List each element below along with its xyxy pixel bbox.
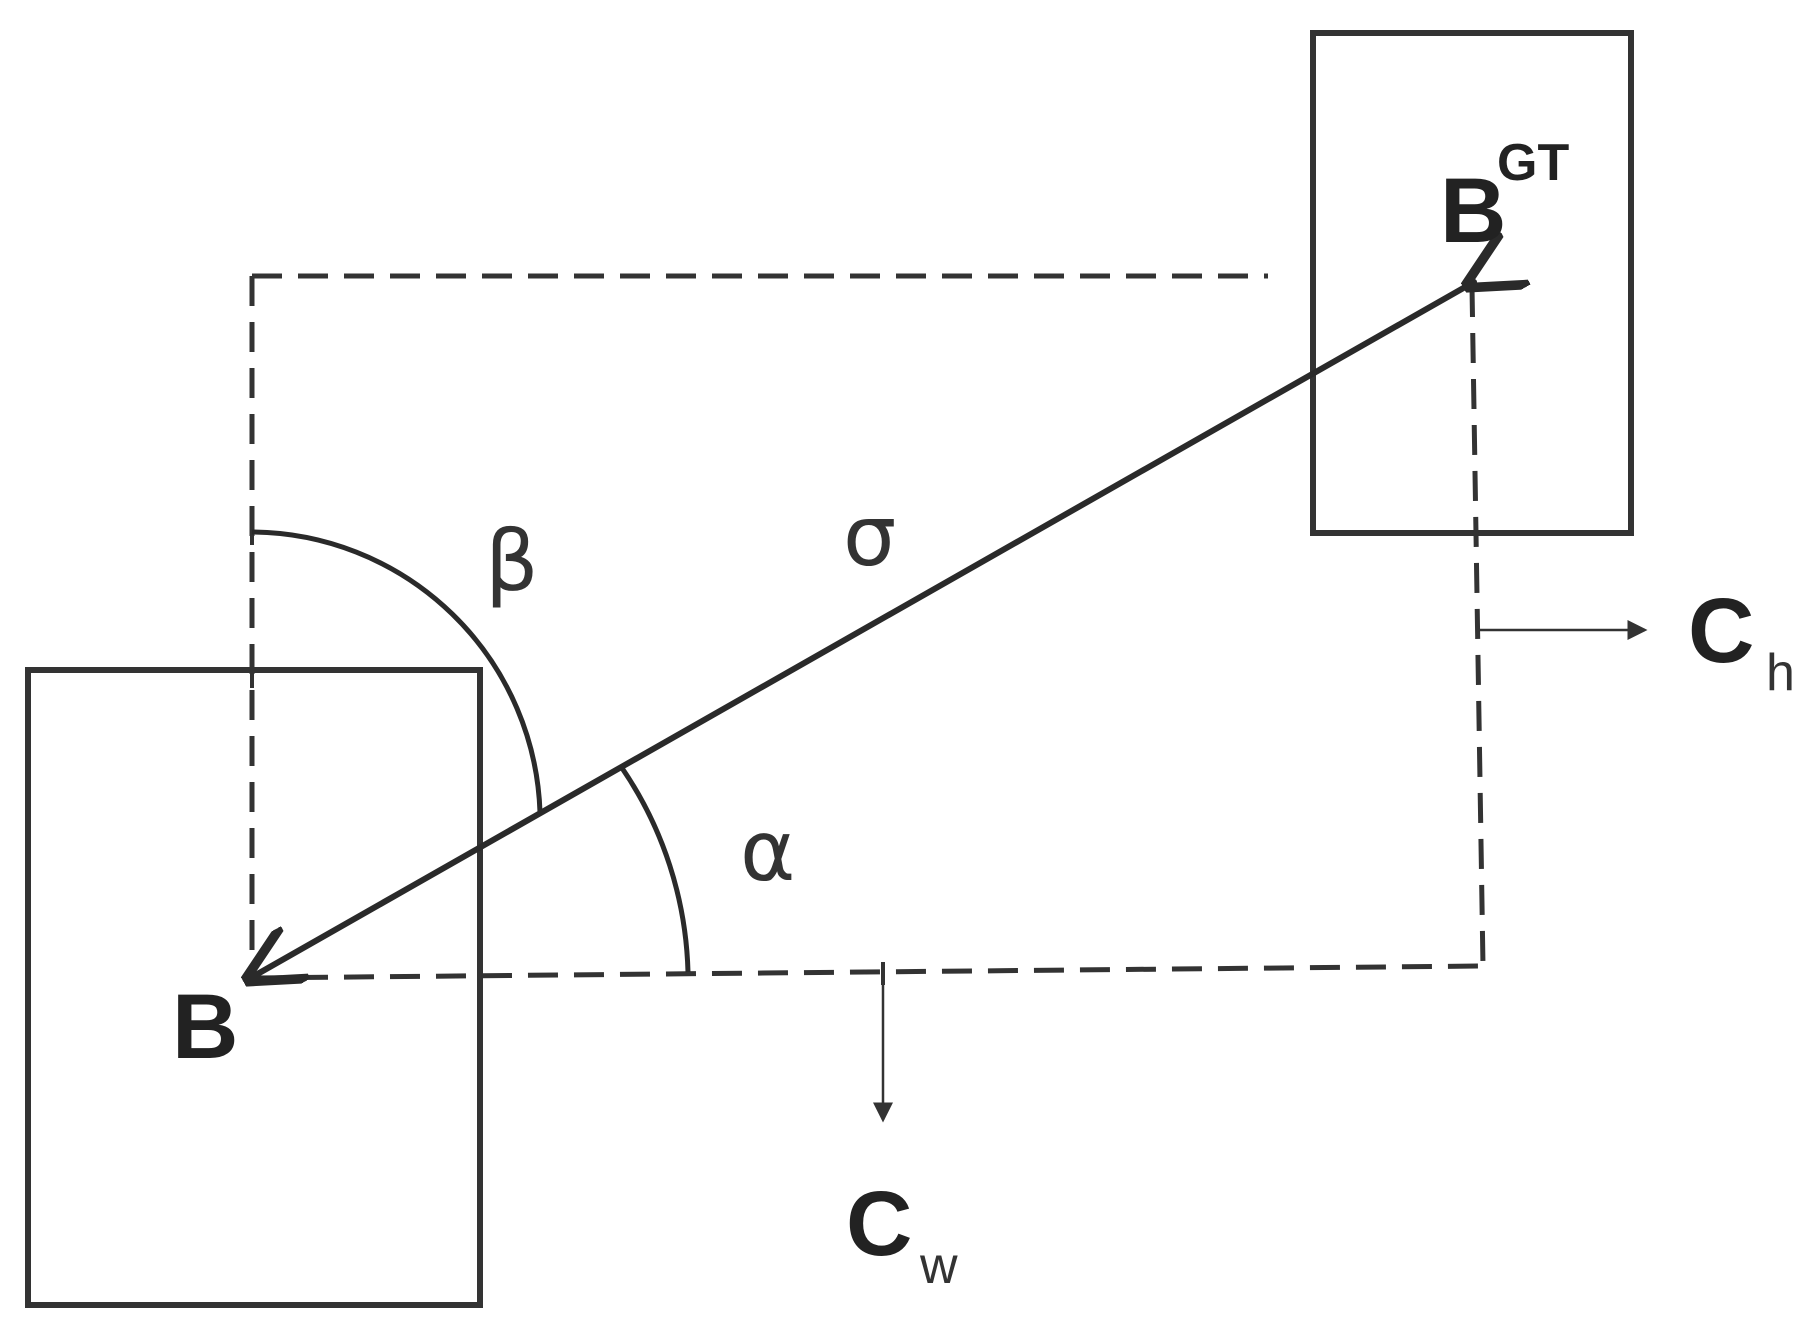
dashed-bottom-edge — [251, 963, 1484, 981]
alpha-angle-arc — [619, 766, 691, 973]
sigma-distance-arrow — [254, 282, 1474, 976]
label-ch: C — [1688, 580, 1754, 682]
label-bgt-superscript: GT — [1497, 134, 1569, 192]
label-bgt: B — [1440, 160, 1506, 262]
beta-angle-arc — [251, 529, 543, 813]
label-b: B — [172, 976, 238, 1078]
label-cw-subscript: w — [919, 1237, 958, 1295]
label-alpha: α — [740, 802, 795, 900]
label-beta: β — [485, 512, 539, 610]
label-ch-subscript: h — [1766, 644, 1795, 702]
label-sigma: σ — [843, 487, 896, 585]
dashed-right-edge — [1469, 286, 1486, 967]
label-cw: C — [846, 1173, 912, 1275]
